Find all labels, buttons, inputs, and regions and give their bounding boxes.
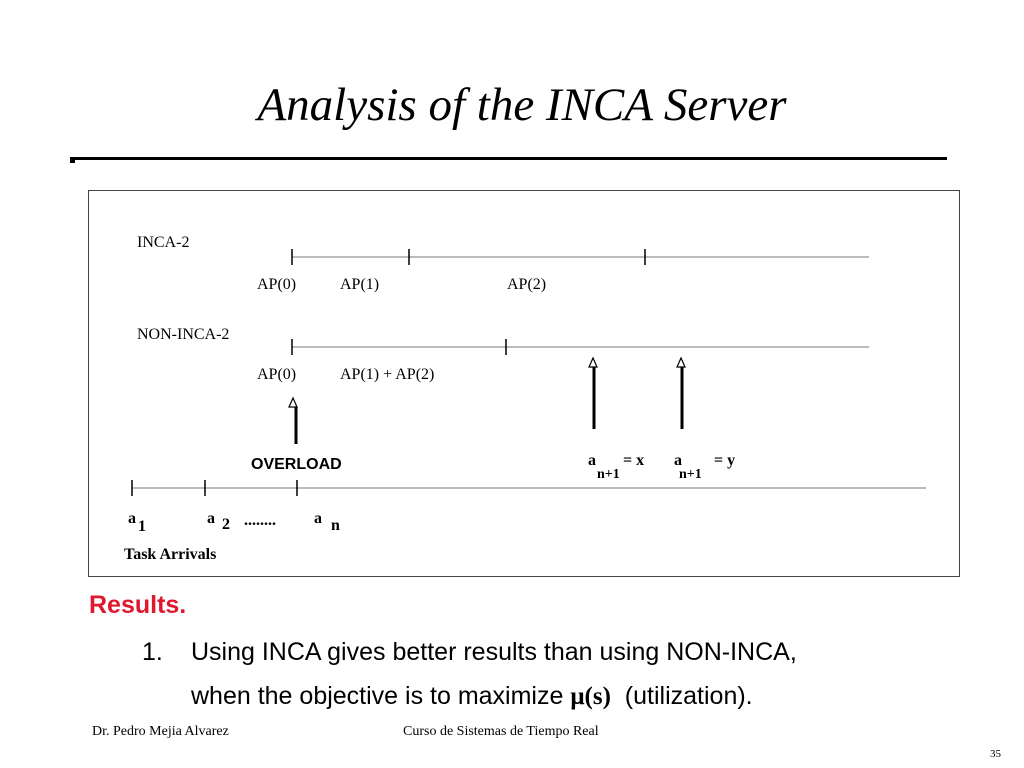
noninca-ap0-label: AP(0) <box>257 366 296 383</box>
footer-course: Curso de Sistemas de Tiempo Real <box>403 724 599 739</box>
list-item-line-2-prefix: when the objective is to maximize <box>191 682 571 710</box>
overload-label: OVERLOAD <box>251 456 342 473</box>
noninca-ap12-label: AP(1) + AP(2) <box>340 366 434 383</box>
timeline-diagram: INCA-2 AP(0) AP(1) AP(2) NON-INCA-2 AP(0… <box>88 190 960 577</box>
arrival-a2-letter: a <box>207 510 215 527</box>
arrival-dots: ........ <box>244 512 276 529</box>
arrival-a2-subscript: 2 <box>222 516 230 533</box>
noninca-label: NON-INCA-2 <box>137 326 229 343</box>
arrival-a1-subscript: 1 <box>138 518 146 535</box>
inca-ap0-label: AP(0) <box>257 276 296 293</box>
arrival-y-equals: = y <box>714 452 735 469</box>
slide-title: Analysis of the INCA Server <box>257 79 787 131</box>
page-number: 35 <box>990 748 1001 760</box>
arrival-a1-letter: a <box>128 510 136 527</box>
arrival-x-arrow-head <box>588 356 598 368</box>
inca-ap1-label: AP(1) <box>340 276 379 293</box>
list-item-line-2-suffix: (utilization). <box>610 682 753 710</box>
inca-ap2-label: AP(2) <box>507 276 546 293</box>
footer-author: Dr. Pedro Mejia Alvarez <box>92 724 229 739</box>
title-underline <box>70 157 947 160</box>
title-underline-mark <box>70 159 75 163</box>
arrival-y-a: a <box>674 452 682 469</box>
arrival-y-arrow-head <box>676 356 686 368</box>
timeline-svg: INCA-2 AP(0) AP(1) AP(2) NON-INCA-2 AP(0… <box>124 234 926 563</box>
arrival-x-equals: = x <box>623 452 644 469</box>
task-arrivals-label: Task Arrivals <box>124 546 216 563</box>
results-heading: Results. <box>89 591 187 619</box>
list-item-line-1: Using INCA gives better results than usi… <box>191 638 797 666</box>
overload-arrow-head <box>288 396 298 408</box>
inca-label: INCA-2 <box>137 234 189 251</box>
arrival-an-subscript: n <box>331 517 340 534</box>
arrival-x-a: a <box>588 452 596 469</box>
arrival-x-subscript: n+1 <box>597 467 620 482</box>
arrival-y-subscript: n+1 <box>679 467 702 482</box>
list-item-number: 1. <box>142 638 163 666</box>
list-item-line-2: when the objective is to maximize μ(s) (… <box>191 682 753 711</box>
arrival-an-letter: a <box>314 510 322 527</box>
mu-symbol: μ(s) <box>570 683 611 710</box>
